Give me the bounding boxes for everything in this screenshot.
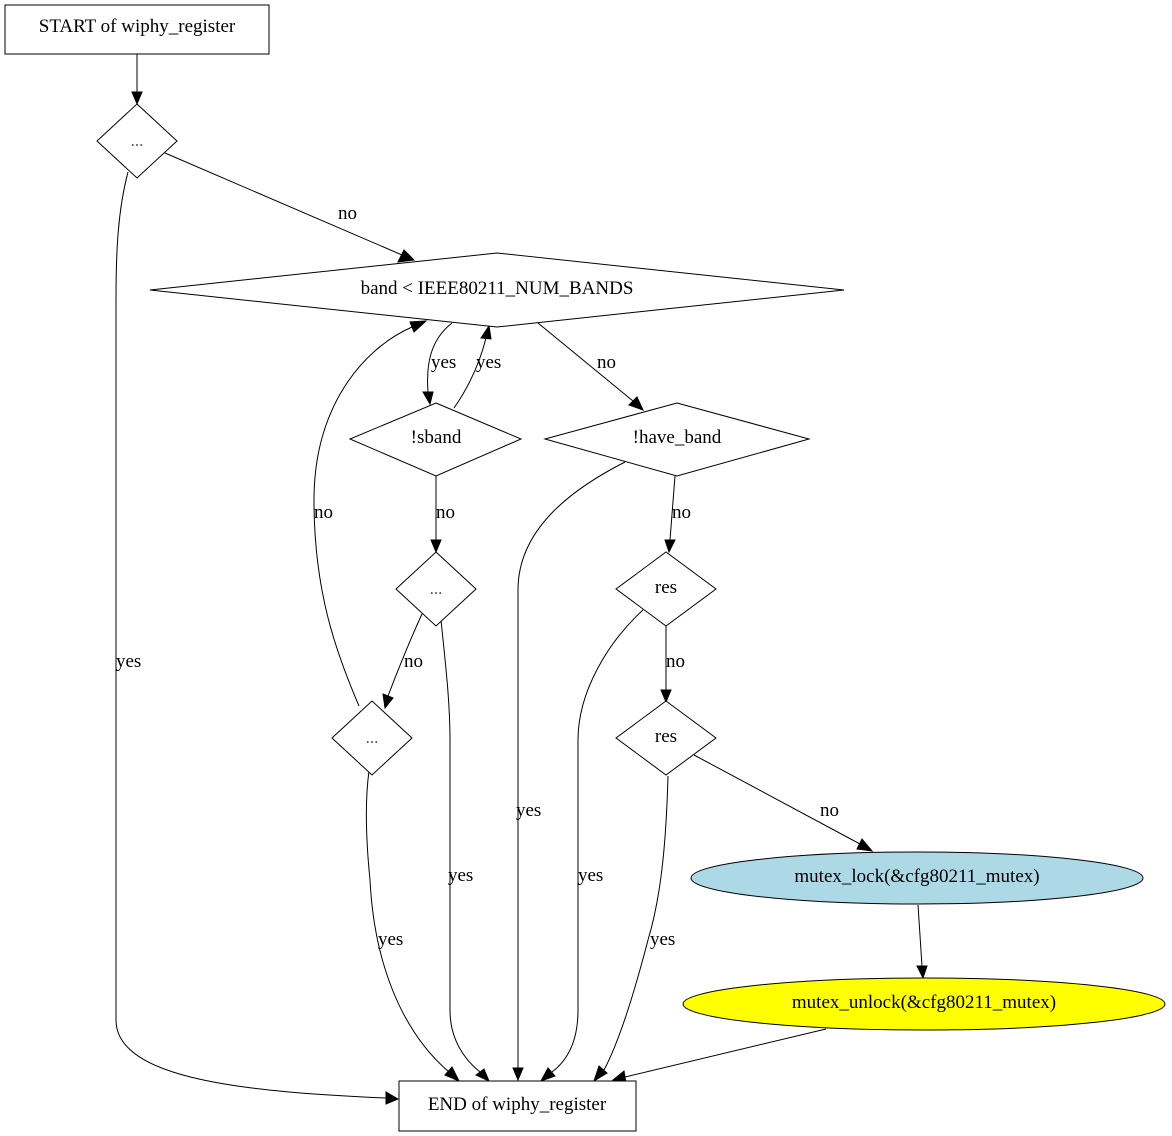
- edge-d2-no: [387, 613, 423, 697]
- arrowhead: [660, 689, 672, 704]
- edge-label-loop-yes: yes: [431, 352, 456, 373]
- nodes: START of wiphy_register ... band < IEEE8…: [4, 4, 1166, 1132]
- arrowhead: [916, 965, 928, 980]
- arrowhead: [628, 396, 644, 411]
- decision-node-res-1: res: [615, 551, 717, 627]
- decision-node-check-2: ...: [395, 551, 477, 627]
- edge-d2-yes: [440, 619, 481, 1073]
- edge-label-d2-yes: yes: [448, 865, 473, 886]
- arrowhead: [382, 693, 394, 710]
- arrowhead: [131, 91, 143, 106]
- edge-label-loop-no: no: [597, 352, 616, 373]
- decision-node-sband-label: !sband: [411, 427, 462, 448]
- edge-label-sband-yes: yes: [476, 352, 501, 373]
- edge-label-d2-no: no: [404, 651, 423, 672]
- decision-node-check-1: ...: [96, 103, 178, 179]
- arrowhead: [480, 324, 492, 340]
- edge-label-res1-yes: yes: [578, 865, 603, 886]
- edge-d3-yes: [365, 770, 450, 1073]
- edge-lock-to-unlock: [917, 904, 923, 967]
- edge-label-sband-no: no: [436, 502, 455, 523]
- arrowhead: [409, 320, 428, 333]
- edge-loop-no: [537, 322, 634, 402]
- start-node-label: START of wiphy_register: [39, 16, 236, 37]
- arrowhead: [385, 1091, 400, 1105]
- edge-label-d3-yes: yes: [378, 929, 403, 950]
- edge-have-no: [669, 475, 676, 541]
- start-node: START of wiphy_register: [4, 4, 270, 55]
- decision-node-sband: !sband: [348, 402, 523, 477]
- decision-node-check-1-label: ...: [131, 131, 144, 150]
- edge-res2-no: [693, 754, 861, 845]
- decision-node-check-3-label: ...: [366, 728, 379, 747]
- edge-label-check-yes: yes: [116, 651, 141, 672]
- edge-d3-no: [313, 326, 413, 707]
- edge-label-res2-yes: yes: [650, 929, 675, 950]
- edge-unlock-to-end: [624, 1028, 827, 1078]
- edges: no yes yes yes no no no no yes: [115, 54, 928, 1105]
- edge-label-res2-no: no: [820, 800, 839, 821]
- arrowhead: [539, 1067, 556, 1082]
- end-node-label: END of wiphy_register: [428, 1094, 607, 1115]
- decision-node-have-band: !have_band: [543, 402, 811, 477]
- decision-node-band-loop-label: band < IEEE80211_NUM_BANDS: [361, 278, 634, 299]
- decision-node-check-2-label: ...: [430, 579, 443, 598]
- edge-res1-yes: [551, 609, 644, 1073]
- arrowhead: [422, 391, 434, 406]
- call-node-mutex-unlock: mutex_unlock(&cfg80211_mutex): [682, 977, 1166, 1031]
- decision-node-res-2-label: res: [655, 726, 677, 747]
- edge-check-no: [164, 152, 403, 256]
- decision-node-res-1-label: res: [655, 577, 677, 598]
- call-node-mutex-lock: mutex_lock(&cfg80211_mutex): [690, 851, 1144, 905]
- arrowhead: [430, 539, 442, 554]
- decision-node-res-2: res: [615, 700, 717, 776]
- arrowhead: [512, 1067, 524, 1082]
- arrowhead: [593, 1065, 608, 1083]
- edge-check-yes: [115, 171, 387, 1099]
- call-node-mutex-unlock-label: mutex_unlock(&cfg80211_mutex): [792, 992, 1056, 1013]
- decision-node-have-band-label: !have_band: [633, 427, 722, 448]
- edge-sband-yes: [453, 337, 487, 409]
- edge-label-d3-no: no: [314, 502, 333, 523]
- call-node-mutex-lock-label: mutex_lock(&cfg80211_mutex): [794, 866, 1039, 887]
- decision-node-check-3: ...: [331, 700, 413, 776]
- edge-res2-yes: [603, 775, 669, 1071]
- edge-label-have-yes: yes: [516, 800, 541, 821]
- edge-loop-yes: [427, 322, 453, 393]
- edge-label-res1-no: no: [666, 651, 685, 672]
- edge-label-check-no: no: [338, 203, 357, 224]
- edge-have-yes: [517, 461, 626, 1068]
- end-node: END of wiphy_register: [398, 1080, 637, 1132]
- arrowhead: [397, 249, 416, 263]
- edge-label-have-no: no: [672, 502, 691, 523]
- arrowhead: [444, 1066, 461, 1082]
- decision-node-band-loop: band < IEEE80211_NUM_BANDS: [149, 252, 845, 328]
- arrowhead: [475, 1068, 490, 1082]
- arrowhead: [664, 539, 676, 554]
- arrowhead: [856, 838, 874, 852]
